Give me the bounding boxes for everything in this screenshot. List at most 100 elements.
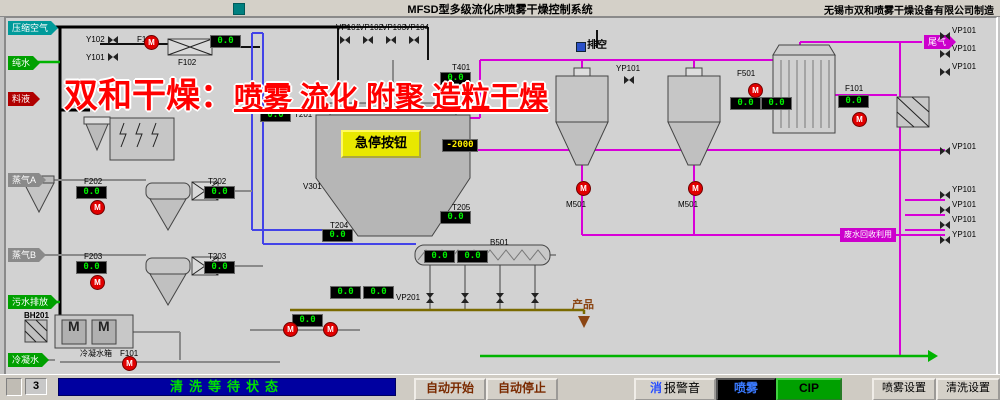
app-icon [233, 3, 245, 15]
device-label: VP101 [952, 142, 977, 151]
pipe-tag: 蒸气B [8, 248, 46, 262]
device-label: M501 [566, 200, 587, 209]
mute-alarm-button[interactable]: 消报警音 [634, 378, 716, 400]
value-display: 0.0 [363, 286, 394, 299]
pipe-tag: 污水排放 [8, 295, 58, 309]
device-label: F102 [178, 58, 197, 67]
value-display: 0.0 [76, 186, 107, 199]
device-label: VP101 [952, 44, 977, 53]
device-label: 冷凝水箱 [80, 349, 112, 358]
valve-icon [108, 36, 118, 44]
valve-icon [940, 32, 950, 40]
device-label: T401 [452, 63, 471, 72]
device-label: T202 [208, 177, 227, 186]
auto-stop-button[interactable]: 自动停止 [486, 378, 558, 400]
pump-motor-icon: M [122, 356, 137, 371]
cip-button[interactable]: CIP [776, 378, 842, 400]
valve-icon [108, 53, 118, 61]
device-label: YP101 [952, 185, 977, 194]
valve-icon [531, 293, 539, 303]
pipe-tag: 废水回收利用 [840, 228, 896, 242]
valve-icon [340, 36, 350, 44]
device-label: VP101 [952, 215, 977, 224]
valve-icon [386, 36, 396, 44]
emergency-stop-button[interactable]: 急停按钮 [341, 130, 421, 158]
valve-icon [461, 293, 469, 303]
pump-motor-icon: M [323, 322, 338, 337]
value-display: 0.0 [440, 72, 471, 85]
device-label: T201 [294, 110, 313, 119]
device-label: B501 [490, 238, 509, 247]
valve-icon [940, 50, 950, 58]
title-bar: MFSD型多级流化床喷雾干燥控制系统 无锡市双和喷雾干燥设备有限公司制造 [0, 0, 1000, 17]
value-display: 0.0 [730, 97, 761, 110]
device-label: VP101 [336, 23, 361, 32]
device-label: M501 [678, 200, 699, 209]
device-label: M [68, 318, 80, 334]
device-label: VP101 [952, 26, 977, 35]
device-label: T203 [208, 252, 227, 261]
device-label: VP101 [952, 62, 977, 71]
pump-motor-icon: M [90, 200, 105, 215]
valve-icon [940, 147, 950, 155]
status-message-bar: 清洗等待状态 [58, 378, 396, 396]
device-label: F101 [845, 84, 864, 93]
device-label: F501 [737, 69, 756, 78]
device-label: VP101 [952, 200, 977, 209]
valve-icon [940, 191, 950, 199]
value-display: 0.0 [204, 261, 235, 274]
valve-icon [940, 221, 950, 229]
pump-motor-icon: M [688, 181, 703, 196]
value-display: 0.0 [838, 95, 869, 108]
value-display: 0.0 [440, 211, 471, 224]
value-display: 0.0 [322, 229, 353, 242]
pump-motor-icon: M [90, 275, 105, 290]
pump-motor-icon: M [576, 181, 591, 196]
device-label: M [98, 318, 110, 334]
taskbar-icon[interactable] [6, 378, 22, 396]
pump-motor-icon: M [144, 35, 159, 50]
value-display: 0.0 [204, 186, 235, 199]
valve-icon [940, 68, 950, 76]
device-label: YP101 [952, 230, 977, 239]
manufacturer-label: 无锡市双和喷雾干燥设备有限公司制造 [824, 6, 994, 17]
value-display: -2000 [442, 139, 478, 152]
pipe-tag: 料液 [8, 92, 40, 106]
pipe-tag: 产品 [572, 299, 594, 311]
pump-motor-icon: M [852, 112, 867, 127]
mute-alarm-icon: 消 [649, 381, 662, 395]
valve-icon [940, 206, 950, 214]
device-label: YP101 [616, 64, 641, 73]
pipe-tag: 蒸气A [8, 173, 46, 187]
pipe-tag: 冷凝水 [8, 353, 49, 367]
pipe-tag: 压缩空气 [8, 21, 58, 35]
value-display: 0.0 [330, 286, 361, 299]
device-label: F202 [84, 177, 103, 186]
pipe-tag: 纯水 [8, 56, 40, 70]
valve-icon [940, 236, 950, 244]
value-display: 0.0 [457, 250, 488, 263]
device-label: F203 [84, 252, 103, 261]
device-label: Y101 [86, 53, 105, 62]
device-label: VP201 [396, 293, 421, 302]
pump-motor-icon: M [748, 83, 763, 98]
valve-icon [496, 293, 504, 303]
value-display: 0.0 [260, 109, 291, 122]
auto-start-button[interactable]: 自动开始 [414, 378, 486, 400]
device-label: V301 [303, 182, 322, 191]
spray-button[interactable]: 喷雾 [716, 378, 776, 400]
device-label: BH201 [24, 311, 49, 320]
mute-alarm-label: 报警音 [664, 381, 701, 395]
device-label: Y102 [86, 35, 105, 44]
device-label: VP103 [382, 23, 407, 32]
value-display: 0.0 [76, 261, 107, 274]
page-indicator: 3 [25, 378, 47, 395]
page-title: MFSD型多级流化床喷雾干燥控制系统 [407, 4, 593, 16]
clean-settings-button[interactable]: 清洗设置 [936, 378, 1000, 400]
value-display: 0.0 [210, 35, 241, 48]
pump-motor-icon: M [283, 322, 298, 337]
spray-settings-button[interactable]: 喷雾设置 [872, 378, 936, 400]
pipe-tag: 排空 [576, 40, 607, 52]
